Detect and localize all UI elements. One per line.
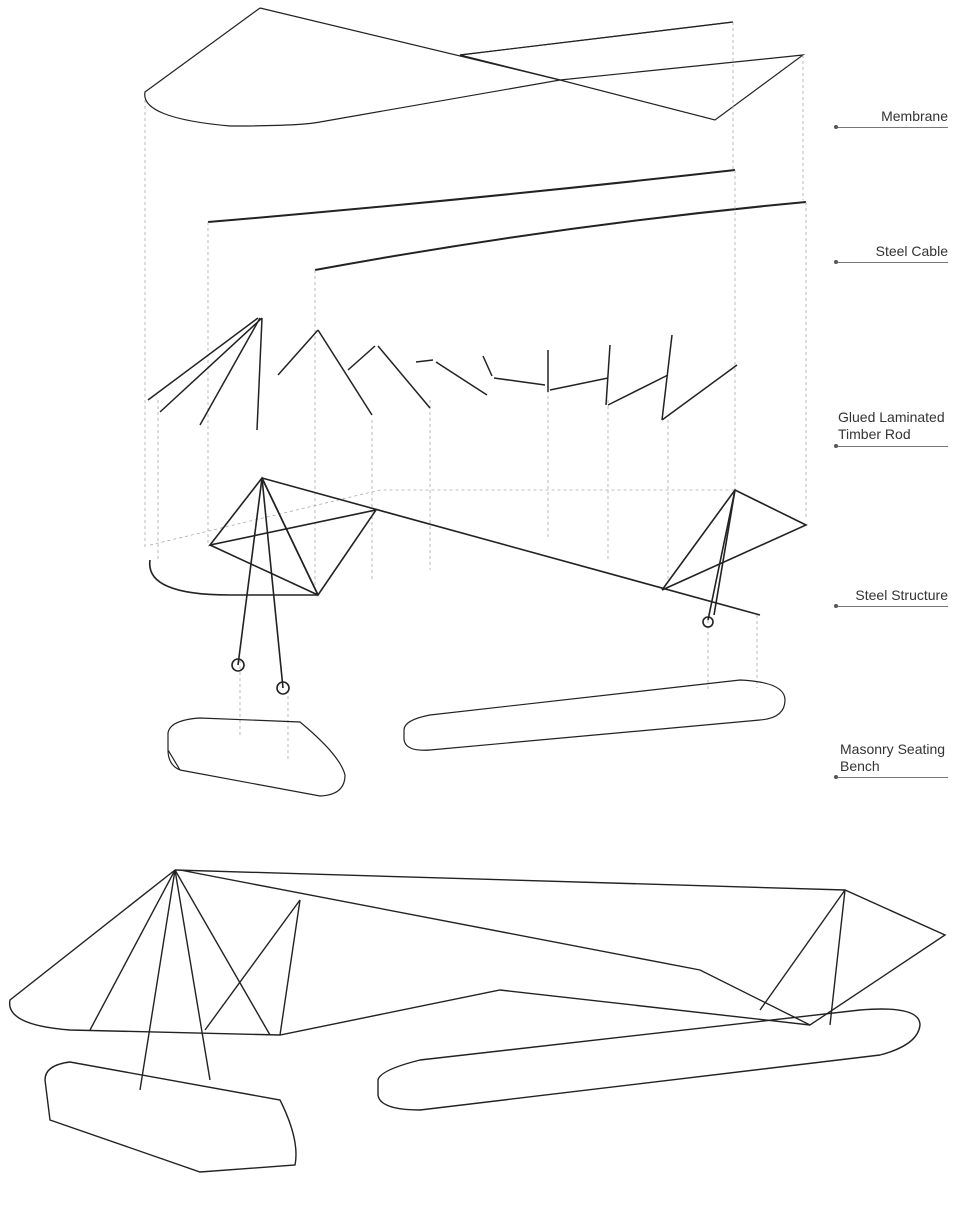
steel-cable-layer [207,169,807,271]
leader-steel-structure [836,606,948,607]
projection-lines [144,22,807,760]
leader-dot-steel-cable [834,260,838,264]
timber-rod-layer [147,317,738,431]
label-bench: Masonry Seating Bench [840,741,948,775]
label-bench-line1: Masonry Seating [840,741,946,757]
label-timber-rod-line2: Timber Rod [838,426,911,442]
leader-membrane [836,127,948,128]
label-steel-structure: Steel Structure [855,587,948,603]
leader-dot-bench [834,775,838,779]
label-timber-rod: Glued Laminated Timber Rod [838,409,948,443]
leader-timber-rod [836,446,948,447]
label-bench-line2: Bench [840,758,880,774]
label-membrane: Membrane [881,108,948,124]
leader-steel-cable [836,262,948,263]
bench-layer [167,679,786,797]
leader-dot-steel-structure [834,604,838,608]
label-timber-rod-line1: Glued Laminated [838,409,945,425]
steel-structure-layer [149,476,808,695]
membrane-layer [144,7,806,127]
leader-dot-timber-rod [834,444,838,448]
leader-bench [836,777,948,778]
label-steel-cable: Steel Cable [875,243,948,259]
leader-dot-membrane [834,125,838,129]
assembled-pavilion [9,869,947,1173]
